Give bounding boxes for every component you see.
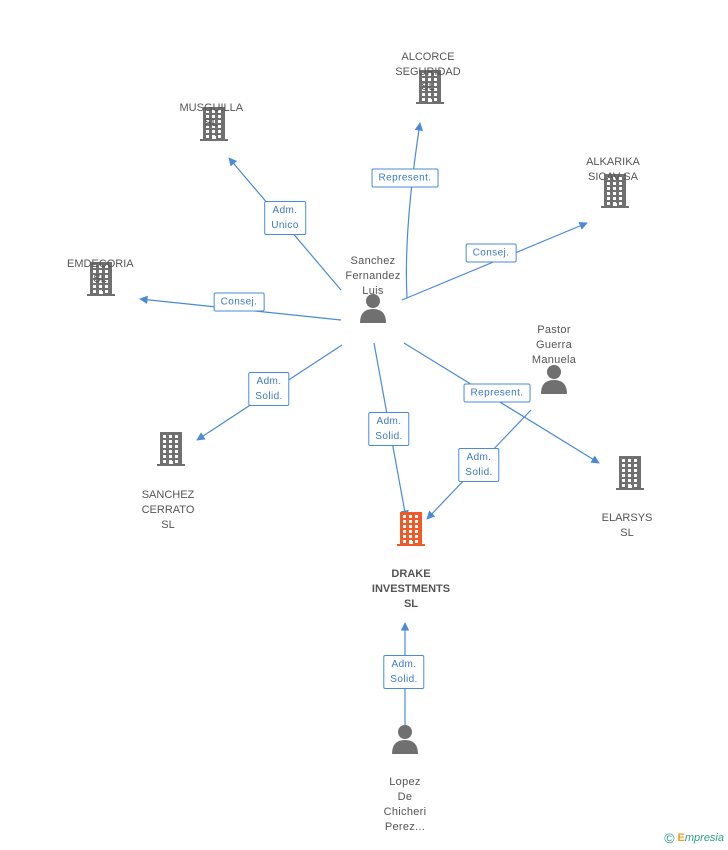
node-label[interactable]: Pastor Guerra Manuela <box>531 324 577 366</box>
node-label[interactable]: DRAKE INVESTMENTS SL <box>371 568 451 610</box>
edge-label[interactable]: Consej. <box>213 292 265 312</box>
node-label[interactable]: SANCHEZ CERRATO SL <box>141 489 195 531</box>
building-icon[interactable] <box>414 70 446 109</box>
edge-label[interactable]: Adm. Solid. <box>458 448 500 482</box>
building-icon[interactable] <box>155 432 187 471</box>
node-label[interactable]: ALCORCE SEGURIDAD SL <box>395 51 461 93</box>
edge-label[interactable]: Represent. <box>463 383 531 403</box>
brand-name: Empresia <box>678 832 724 844</box>
node-label[interactable]: ALKARIKA SICAV SA <box>586 156 640 183</box>
brand-footer[interactable]: © Empresia <box>664 830 724 846</box>
node-label[interactable]: Lopez De Chicheri Perez... <box>383 776 427 833</box>
node-label[interactable]: Sanchez Fernandez Luis <box>345 255 401 297</box>
edge-label[interactable]: Adm. Solid. <box>368 412 410 446</box>
copyright-symbol: © <box>664 830 675 846</box>
person-icon[interactable] <box>540 364 568 399</box>
person-icon[interactable] <box>391 724 419 759</box>
building-icon[interactable] <box>599 174 631 213</box>
node-label[interactable]: MUSGUILLA SL <box>179 102 244 129</box>
edge-sanchez-fernandez-to-elarsys <box>403 342 600 464</box>
brand-rest: mpresia <box>684 832 724 844</box>
building-icon[interactable] <box>614 456 646 495</box>
person-icon[interactable] <box>359 293 387 328</box>
node-label[interactable]: EMDECORIA SL <box>66 258 134 285</box>
edge-sanchez-fernandez-to-alcorce <box>405 122 424 299</box>
building-icon[interactable] <box>85 262 117 301</box>
edge-label[interactable]: Adm. Solid. <box>383 655 425 689</box>
edge-label[interactable]: Adm. Unico <box>264 201 306 235</box>
node-label[interactable]: ELARSYS SL <box>601 512 653 539</box>
edge-label[interactable]: Represent. <box>371 168 439 188</box>
edge-label[interactable]: Adm. Solid. <box>248 372 290 406</box>
building-icon[interactable] <box>395 512 427 551</box>
edge-label[interactable]: Consej. <box>465 243 517 263</box>
building-icon[interactable] <box>198 107 230 146</box>
brand-initial: E <box>677 832 685 844</box>
